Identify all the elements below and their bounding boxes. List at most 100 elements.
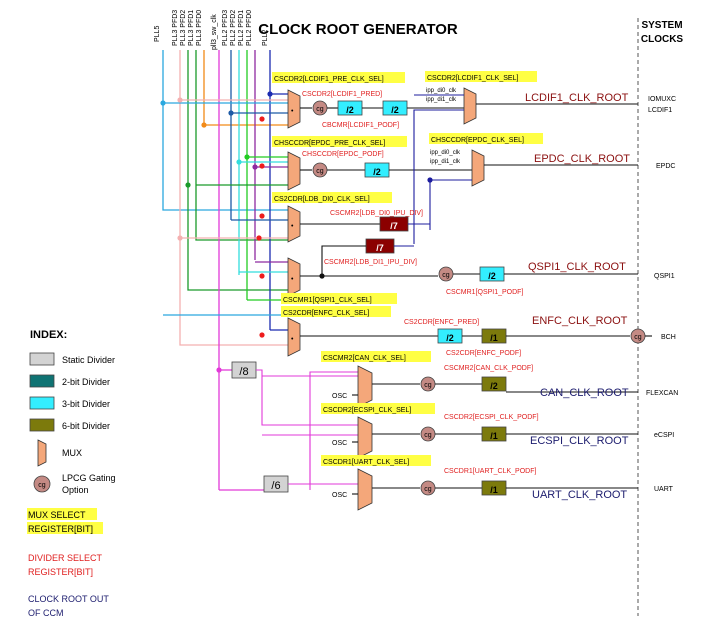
cg-icon <box>33 475 51 493</box>
lcdif1-mux-select-highlight <box>425 71 537 82</box>
index-legend: INDEX: Static Divider 2-bit Divider 3-bi… <box>27 329 116 618</box>
enfc-mux-select-label: CS2CDR[ENFC_CLK_SEL] <box>283 310 369 317</box>
ldb-mux-select-highlight <box>272 192 392 203</box>
svg-text:ipp_di0_clk: ipp_di0_clk <box>426 88 457 94</box>
svg-text:/2: /2 <box>373 167 381 177</box>
svg-text:ipp_di1_clk: ipp_di1_clk <box>430 159 461 165</box>
svg-text:LCDIF1: LCDIF1 <box>648 107 672 114</box>
cg-label: cg <box>316 106 324 113</box>
uart-mux-select-highlight <box>321 455 431 466</box>
source-label: pll3_sw_clk <box>211 14 218 50</box>
svg-text:cg: cg <box>424 382 432 389</box>
qspi1-mux-select-highlight <box>281 293 397 304</box>
lpcg-label: LPCG Gating <box>62 473 116 483</box>
can-mux-select-label: CSCMR2[CAN_CLK_SEL] <box>323 355 406 362</box>
svg-text:cg: cg <box>442 272 450 279</box>
svg-text:REGISTER[BIT]: REGISTER[BIT] <box>28 567 93 577</box>
svg-text:IOMUXC: IOMUXC <box>648 96 676 103</box>
ldb-di0-mux <box>287 205 301 243</box>
svg-text:/1: /1 <box>490 333 498 343</box>
svg-text:ipp_di0_clk: ipp_di0_clk <box>430 150 461 156</box>
svg-text:EPDC: EPDC <box>656 163 675 170</box>
svg-text:QSPI1: QSPI1 <box>654 273 675 280</box>
epdc-pre-mux <box>287 151 301 191</box>
qspi1-mux-select-label: CSCMR1[QSPI1_CLK_SEL] <box>283 297 372 304</box>
svg-text:OF CCM: OF CCM <box>28 608 64 618</box>
svg-text:/1: /1 <box>490 431 498 441</box>
source-buses <box>162 50 288 491</box>
can-podf-label: CSCMR2[CAN_CLK_PODF] <box>444 365 533 372</box>
ecspi-mux-select-highlight <box>321 403 435 414</box>
uart-podf-label: CSCDR1[UART_CLK_PODF] <box>444 468 537 475</box>
uart-osc-label: OSC <box>332 492 347 499</box>
epdc-mux-select-highlight <box>429 133 543 144</box>
mux-select-highlight <box>27 508 97 520</box>
svg-text:/2: /2 <box>488 271 496 281</box>
svg-text:/7: /7 <box>390 221 398 231</box>
static-dividers: /8 /6 <box>231 361 358 493</box>
source-label: PLL3 PFD3 <box>172 10 179 46</box>
svg-text:6-bit Divider: 6-bit Divider <box>62 421 110 431</box>
svg-text:CLOCK ROOT OUT: CLOCK ROOT OUT <box>28 594 109 604</box>
svg-text:/2: /2 <box>391 105 399 115</box>
six-bit-divider-swatch <box>29 418 55 432</box>
source-label: PLL3 PFD2 <box>180 10 187 46</box>
svg-text:•: • <box>291 108 294 115</box>
ecspi-mux <box>357 416 373 459</box>
qspi1-podf-label: CSCMR1[QSPI1_PODF] <box>446 289 523 296</box>
svg-text:cg: cg <box>38 482 46 489</box>
svg-text:DIVIDER SELECT: DIVIDER SELECT <box>28 553 103 563</box>
svg-text:/2: /2 <box>490 381 498 391</box>
ecspi-podf-label: CSCDR2[ECSPI_CLK_PODF] <box>444 414 539 421</box>
uart-mux-select-label: CSCDR1[UART_CLK_SEL] <box>323 459 409 466</box>
epdc-mux <box>471 149 485 187</box>
ldb-di0-div-label: CSCMR2[LDB_DI0_IPU_DIV] <box>330 210 423 217</box>
epdc-podf-label: CHSCCDR[EPDC_PODF] <box>302 151 384 158</box>
svg-text:/8: /8 <box>239 366 248 378</box>
svg-text:•: • <box>291 276 294 283</box>
ldb-mux-select-label: CS2CDR[LDB_DI0_CLK_SEL] <box>274 196 370 203</box>
uart-mux <box>357 468 373 511</box>
lcdif1-pre-mux <box>287 89 301 129</box>
lcdif1-pred-label: CSCDR2[LCDIF1_PRED] <box>302 91 382 98</box>
lcdif1-block: CSCDR2[LCDIF1_PRE_CLK_SEL] • cg CSCDR2[L… <box>272 71 676 129</box>
svg-text:cg: cg <box>316 168 324 175</box>
svg-text:2-bit Divider: 2-bit Divider <box>62 377 110 387</box>
source-label: PLL2 PFD1 <box>238 10 245 46</box>
ldb-block: CS2CDR[LDB_DI0_CLK_SEL] • CSCMR2[LDB_DI0… <box>272 192 430 276</box>
svg-text:•: • <box>291 223 294 230</box>
ldb-feedback-lines <box>413 94 472 244</box>
svg-text:•: • <box>291 336 294 343</box>
ecspi-osc-label: OSC <box>332 440 347 447</box>
top-source-labels: PLL5 PLL3 PFD3 PLL3 PFD2 PLL3 PFD1 PLL3 … <box>154 10 269 50</box>
epdc-pre-mux-select-highlight <box>272 136 407 147</box>
mux-icon <box>37 439 47 467</box>
svg-text:/2: /2 <box>446 333 454 343</box>
qspi1-block: • cg /2 QSPI1_CLK_ROOT CSCMR1[QSPI1_PODF… <box>281 257 675 304</box>
can-mux-select-highlight <box>321 351 431 362</box>
can-mux <box>357 365 373 408</box>
enfc-mux-select-highlight <box>281 306 391 317</box>
svg-text:eCSPI: eCSPI <box>654 432 674 439</box>
system-clocks-title-2: CLOCKS <box>641 34 684 45</box>
index-title: INDEX: <box>30 329 67 341</box>
can-osc-label: OSC <box>332 393 347 400</box>
can-root-label: CAN_CLK_ROOT <box>540 387 629 399</box>
lcdif1-mux <box>463 87 477 125</box>
can-block: CSCMR2[CAN_CLK_SEL] OSC cg CSCMR2[CAN_CL… <box>321 351 678 408</box>
svg-text:cg: cg <box>424 486 432 493</box>
mux-select-highlight-2 <box>27 522 103 534</box>
source-label: PLL5 <box>154 26 161 42</box>
ldb-di1-div-label: CSCMR2[LDB_DI1_IPU_DIV] <box>324 259 417 266</box>
svg-text:/6: /6 <box>271 480 280 492</box>
svg-text:UART: UART <box>654 486 674 493</box>
ecspi-root-label: ECSPI_CLK_ROOT <box>530 435 629 447</box>
uart-block: CSCDR1[UART_CLK_SEL] OSC cg CSCDR1[UART_… <box>321 455 674 511</box>
epdc-mux-select-label: CHSCCDR[EPDC_CLK_SEL] <box>431 137 524 144</box>
lcdif1-mux-select-label: CSCDR2[LCDIF1_CLK_SEL] <box>427 75 518 82</box>
source-label: PLL3 PFD1 <box>188 10 195 46</box>
lcdif1-pre-mux-select-highlight <box>272 72 405 83</box>
uart-root-label: UART_CLK_ROOT <box>532 489 627 501</box>
svg-text:Static Divider: Static Divider <box>62 355 115 365</box>
